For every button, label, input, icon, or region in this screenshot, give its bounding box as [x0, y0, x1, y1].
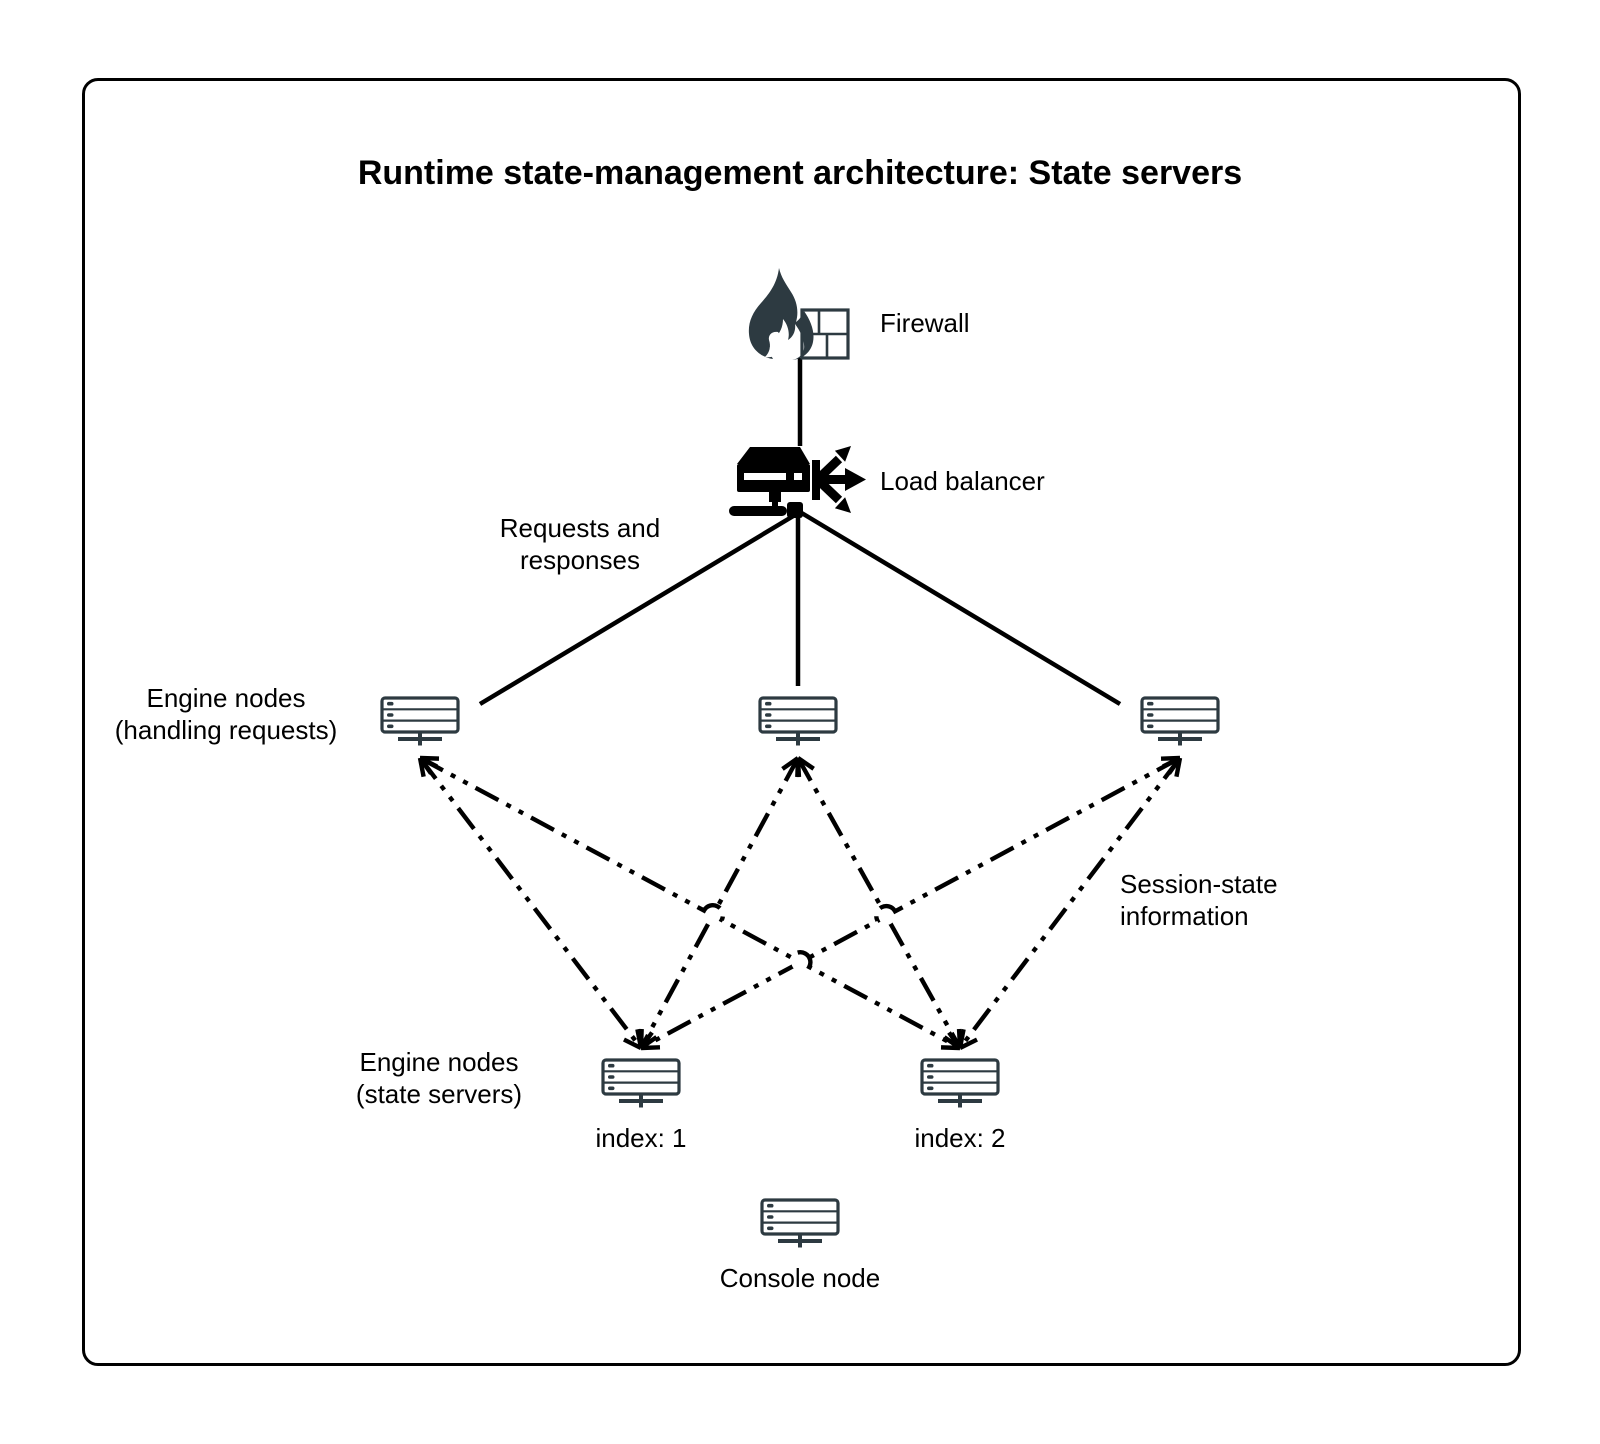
- engine-node-icons: [380, 696, 1220, 746]
- load-balancer-label: Load balancer: [880, 466, 1045, 496]
- flame-icon: [748, 268, 814, 360]
- power-cable-icon: [729, 492, 803, 518]
- load-balancer-icon: [729, 446, 866, 518]
- console-node-label: Console node: [719, 1263, 881, 1293]
- session-connectors: [417, 755, 1183, 1051]
- diagram-border: [82, 78, 1521, 1366]
- firewall-icon: [748, 268, 850, 360]
- console-node-icon: [760, 1198, 840, 1248]
- server-icon: [1140, 696, 1220, 746]
- server-icon: [758, 696, 838, 746]
- session-state-label: Session-state information: [1120, 869, 1278, 931]
- server-icon: [760, 1198, 840, 1248]
- request-connectors: [478, 358, 1122, 706]
- server-icon: [920, 1058, 1000, 1108]
- diagram-title: Runtime state-management architecture: S…: [357, 154, 1243, 192]
- engine-nodes-requests-label: Engine nodes (handling requests): [114, 683, 338, 745]
- server-icon: [380, 696, 460, 746]
- balance-arrows-icon: [813, 446, 866, 513]
- state-server-index-2-label: index: 2: [914, 1123, 1006, 1153]
- engine-nodes-state-label: Engine nodes (state servers): [355, 1047, 523, 1109]
- server-icon: [601, 1058, 681, 1108]
- state-server-icons: [601, 1058, 1000, 1108]
- state-server-index-1-label: index: 1: [595, 1123, 687, 1153]
- firewall-label: Firewall: [880, 308, 970, 338]
- requests-responses-label: Requests and responses: [499, 513, 661, 575]
